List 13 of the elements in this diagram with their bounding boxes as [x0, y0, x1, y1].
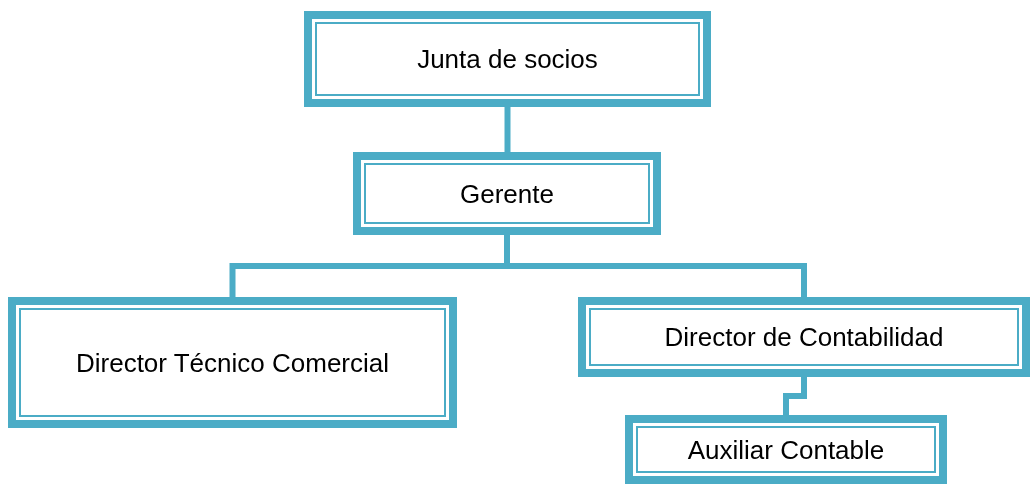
org-box: [304, 11, 711, 107]
org-box: [353, 152, 661, 235]
org-box: [625, 415, 947, 484]
role-label: Auxiliar Contable: [686, 433, 886, 467]
role-label: Director Técnico Comercial: [74, 346, 391, 380]
role-label: Junta de socios: [416, 43, 599, 76]
org-box: [578, 297, 1030, 377]
connector-line: [783, 377, 807, 415]
role-label: Gerente: [459, 177, 555, 211]
role-label: Director de Contabilidad: [663, 321, 945, 354]
org-box: [8, 297, 457, 428]
connector-line: [504, 107, 511, 152]
connector-line: [504, 235, 807, 297]
